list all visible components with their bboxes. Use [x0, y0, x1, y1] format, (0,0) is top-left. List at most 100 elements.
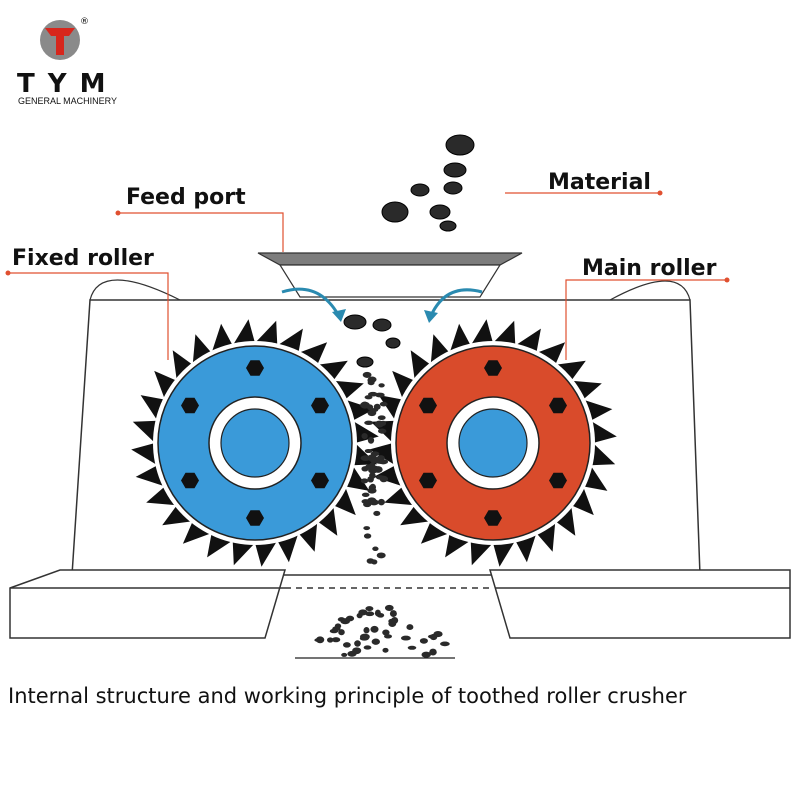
material-chunk — [410, 183, 430, 197]
material-chunk — [343, 314, 367, 330]
material-grain — [369, 472, 376, 479]
material-grain — [364, 448, 373, 454]
material-grain — [367, 436, 375, 444]
material-grain — [362, 499, 372, 505]
material-grain — [329, 628, 339, 634]
material-grain — [421, 651, 431, 658]
material-grain — [388, 620, 397, 627]
material-grain — [341, 652, 348, 657]
material-grain — [367, 376, 376, 384]
material-grain — [375, 392, 385, 398]
fixed-roller — [131, 319, 379, 567]
brand-name: T Y M — [17, 69, 108, 99]
material-label: Material — [548, 170, 651, 195]
bolt-icon — [419, 397, 437, 414]
material-chunk — [356, 356, 374, 368]
material-grain — [371, 559, 378, 565]
bolt-icon — [311, 472, 329, 489]
material-chunk — [429, 204, 451, 220]
material-grain — [356, 612, 363, 619]
material-chunk — [443, 162, 467, 178]
material-grain — [419, 638, 428, 644]
material-grain — [370, 459, 380, 464]
material-grain — [370, 625, 379, 633]
bolt-icon — [246, 360, 264, 376]
housing-left-curve — [89, 279, 181, 301]
material-grain — [326, 637, 334, 643]
material-grain — [378, 459, 389, 465]
material-chunk — [385, 337, 401, 349]
material-grain — [334, 623, 342, 629]
main-roller-leader — [565, 279, 727, 360]
material-grain — [429, 648, 437, 656]
material-grain — [379, 401, 388, 407]
material-chunk — [443, 181, 463, 195]
bolt-icon — [181, 472, 199, 489]
material-grain — [373, 403, 381, 410]
brand-subtitle: GENERAL MACHINERY — [18, 96, 117, 106]
material-grain — [374, 609, 381, 617]
bolt-icon — [484, 510, 502, 526]
material-grain — [342, 642, 351, 648]
material-grain — [377, 498, 385, 506]
fixed-roller-leader — [8, 272, 169, 360]
material-grain — [362, 371, 372, 378]
main-roller-label: Main roller — [582, 256, 717, 281]
bolt-icon — [484, 360, 502, 376]
bolt-icon — [549, 397, 567, 414]
material-grain — [363, 526, 371, 531]
material-grain — [407, 645, 417, 650]
roller-hub — [458, 408, 528, 478]
material-grain — [378, 383, 385, 388]
registered-mark: ® — [80, 17, 89, 27]
rollers — [131, 319, 617, 567]
material-grain — [406, 624, 414, 631]
material-chunk — [381, 201, 409, 223]
material-grain — [389, 610, 397, 618]
material-grain — [384, 604, 394, 611]
housing-right-curve — [609, 280, 691, 301]
material-grain — [340, 618, 351, 625]
material-grain — [347, 650, 357, 657]
material-grain — [427, 634, 437, 639]
material-grain — [363, 533, 372, 539]
material-grain — [363, 627, 370, 634]
material-grain — [360, 478, 369, 484]
material-grain — [363, 645, 372, 650]
material-grain — [361, 401, 368, 406]
feed-port-leader — [118, 212, 284, 252]
diagram-caption: Internal structure and working principle… — [8, 684, 687, 708]
material-grain — [359, 636, 369, 641]
material-grain — [367, 404, 374, 411]
fixed-roller-label: Fixed roller — [12, 246, 154, 271]
material-chunk — [439, 220, 457, 232]
material-chunk — [372, 318, 392, 332]
material-grain — [372, 546, 379, 552]
crusher-base — [9, 569, 791, 639]
material-grain — [401, 635, 411, 641]
material-grain — [369, 483, 376, 491]
bolt-icon — [419, 472, 437, 489]
material-grain — [360, 455, 371, 461]
material-grain — [361, 492, 370, 497]
material-grain — [365, 464, 373, 470]
material-grain — [380, 420, 387, 426]
material-pieces — [295, 134, 475, 659]
material-grain — [354, 640, 361, 647]
material-grain — [382, 629, 390, 636]
main-roller — [369, 319, 617, 567]
material-grain — [379, 475, 389, 483]
material-grain — [371, 638, 380, 645]
material-grain — [331, 637, 341, 643]
curved-arrow-icon — [281, 287, 483, 323]
material-grain — [378, 428, 387, 434]
material-grain — [315, 636, 325, 644]
roller-hub — [220, 408, 290, 478]
material-grain — [382, 647, 389, 653]
material-grain — [377, 415, 386, 421]
bolt-icon — [549, 472, 567, 489]
leader-lines — [8, 192, 727, 360]
tym-logo-icon — [40, 20, 80, 60]
feed-port-hopper — [257, 252, 523, 298]
